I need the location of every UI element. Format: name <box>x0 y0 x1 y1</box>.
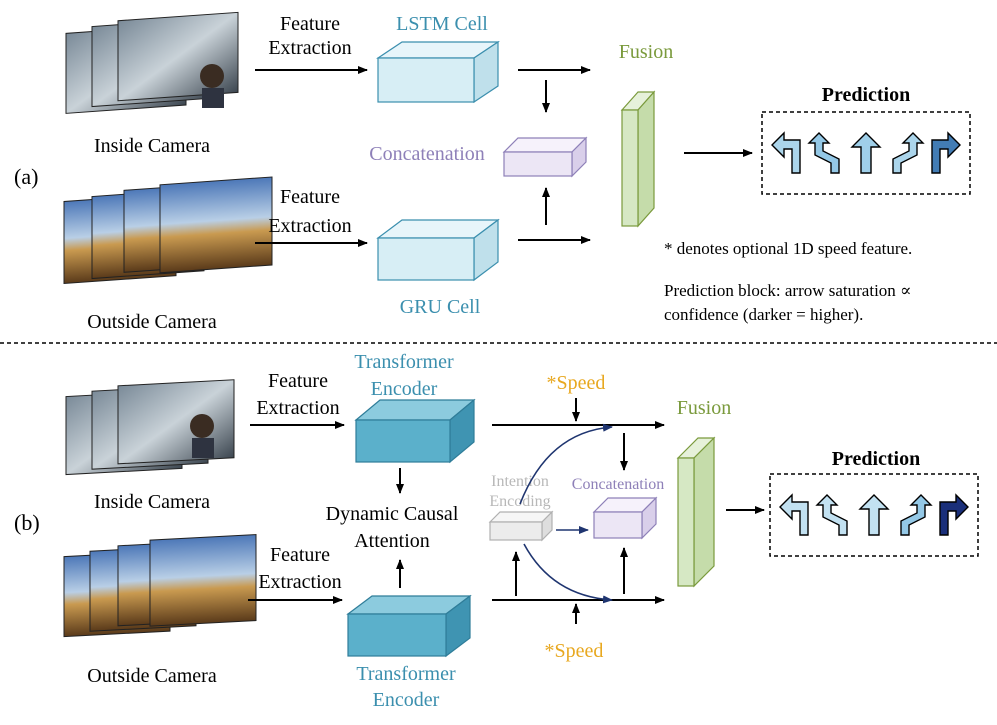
fusion-box-b <box>676 436 716 588</box>
outside-camera-label-a: Outside Camera <box>87 311 217 333</box>
prediction-arrows-a <box>771 131 961 174</box>
feature-extraction-bottom-a-line2: Extraction <box>268 215 351 237</box>
curve-intention-bottom <box>523 543 613 604</box>
transformer-bottom-line2: Encoder <box>373 689 440 711</box>
prediction-left-arrow <box>779 493 809 536</box>
prediction-right-arrow <box>939 493 969 536</box>
intention-line2: Encoding <box>489 493 550 510</box>
feature-extraction-top-a-line2: Extraction <box>268 37 351 59</box>
curve-intention-top <box>519 423 613 505</box>
prediction-straight-arrow <box>850 132 882 174</box>
panel-a-label: (a) <box>14 164 38 189</box>
prediction-left-arrow <box>771 131 801 174</box>
prediction-arrows-b <box>779 493 969 536</box>
gru-label: GRU Cell <box>400 296 481 318</box>
note-block-line2: confidence (darker = higher). <box>664 305 863 324</box>
feature-extraction-top-a-line1: Feature <box>280 13 340 35</box>
prediction-title-b: Prediction <box>832 448 921 470</box>
note-block-line1: Prediction block: arrow saturation ∝ <box>664 281 912 300</box>
gru-cell-box <box>376 218 500 282</box>
concatenation-label-b: Concatenation <box>572 476 664 493</box>
fusion-label-b: Fusion <box>677 397 731 419</box>
feature-extraction-top-b-line1: Feature <box>268 370 328 392</box>
feature-extraction-top-b-line2: Extraction <box>256 397 339 419</box>
feature-extraction-bottom-b-line2: Extraction <box>258 571 341 593</box>
note-speed: * denotes optional 1D speed feature. <box>664 239 912 258</box>
prediction-title-a: Prediction <box>822 84 911 106</box>
feature-extraction-bottom-a-line1: Feature <box>280 186 340 208</box>
transformer-encoder-box-top <box>354 398 476 464</box>
prediction-block-b <box>769 473 979 557</box>
panel-b-label: (b) <box>14 510 40 535</box>
concatenation-label-a: Concatenation <box>369 143 485 165</box>
inside-camera-label-b: Inside Camera <box>94 491 210 513</box>
fusion-box-a <box>620 90 656 228</box>
outside-camera-label-b: Outside Camera <box>87 665 217 687</box>
transformer-top-line2: Encoder <box>371 378 438 400</box>
feature-extraction-bottom-b-line1: Feature <box>270 544 330 566</box>
prediction-slight-left-arrow <box>807 132 840 174</box>
transformer-bottom-line1: Transformer <box>356 663 456 685</box>
transformer-encoder-box-bottom <box>346 594 472 658</box>
prediction-slight-right-arrow <box>900 494 933 536</box>
concatenation-box-a <box>502 136 588 178</box>
inside-camera-frames-a <box>65 11 239 114</box>
attention-line1: Dynamic Causal <box>326 503 459 525</box>
outside-camera-frames-a <box>63 176 273 285</box>
intention-encoding-box <box>488 510 554 542</box>
lstm-cell-box <box>376 40 500 104</box>
speed-label-bottom: *Speed <box>545 640 604 662</box>
outside-camera-frames-b <box>63 534 257 638</box>
inside-camera-frames-b <box>65 379 235 476</box>
fusion-label-a: Fusion <box>619 41 673 63</box>
concatenation-box-b <box>592 496 658 540</box>
speed-label-top: *Speed <box>547 372 606 394</box>
inside-camera-label-a: Inside Camera <box>94 135 210 157</box>
prediction-slight-right-arrow <box>892 132 925 174</box>
prediction-slight-left-arrow <box>815 494 848 536</box>
prediction-block-a <box>761 111 971 195</box>
attention-line2: Attention <box>354 530 430 552</box>
lstm-label: LSTM Cell <box>396 13 488 35</box>
prediction-straight-arrow <box>858 494 890 536</box>
transformer-top-line1: Transformer <box>354 351 454 373</box>
prediction-right-arrow <box>931 131 961 174</box>
intention-line1: Intention <box>491 473 549 490</box>
